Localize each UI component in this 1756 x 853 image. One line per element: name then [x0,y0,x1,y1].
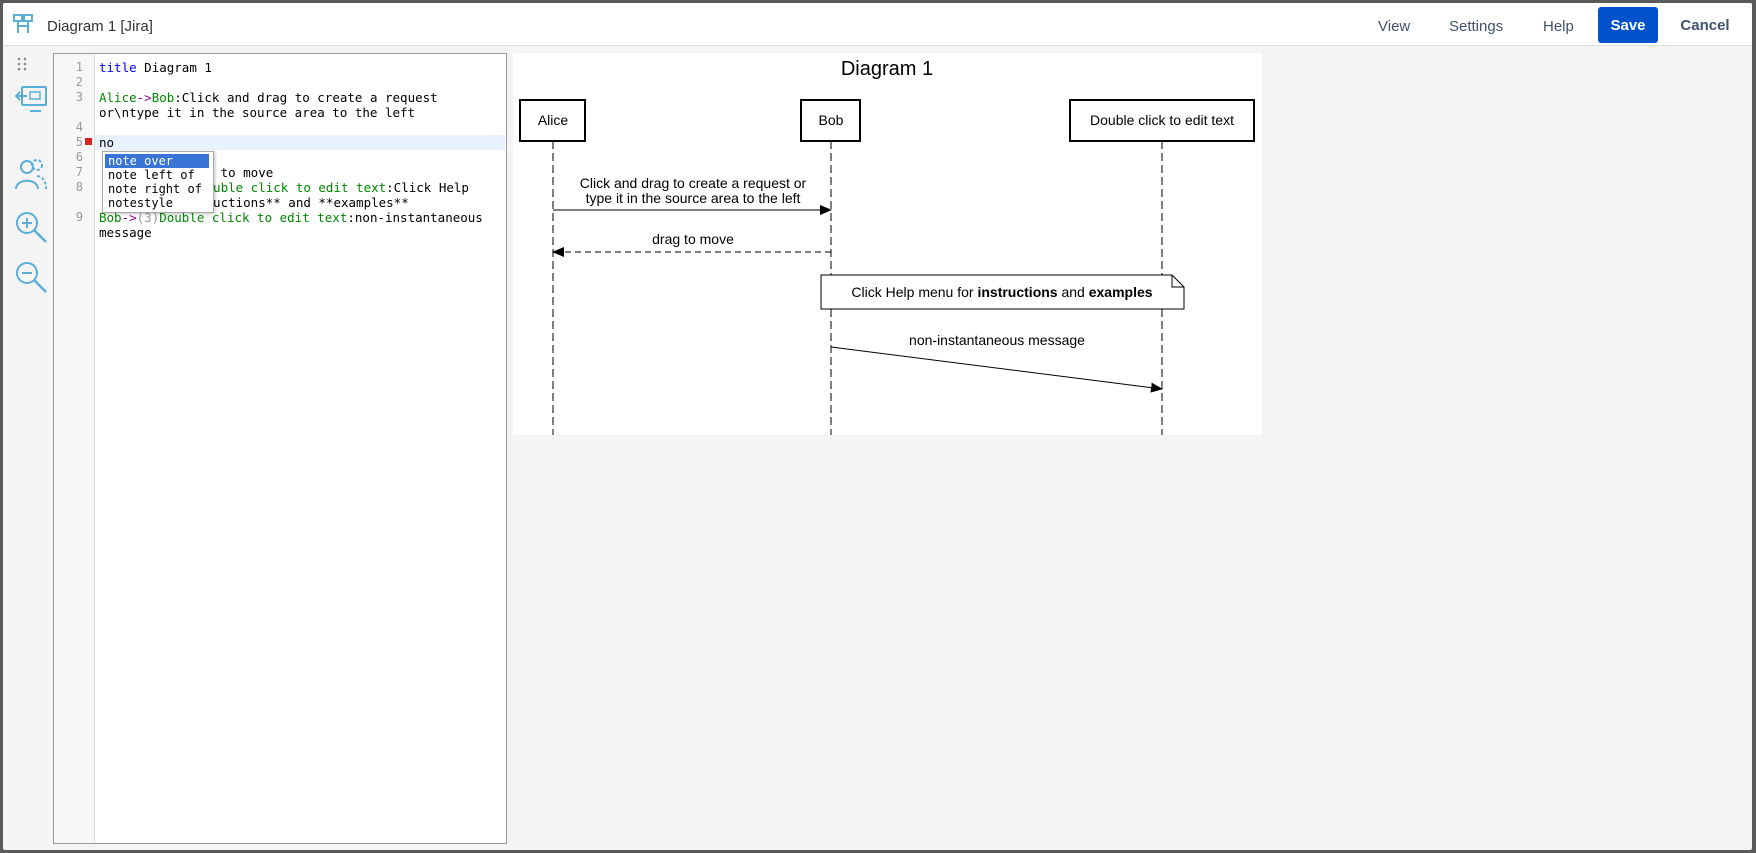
code-token: Bob [99,210,122,225]
code-token: :Click Help [386,180,469,195]
code-token: :Click and drag to create a request [174,90,438,105]
zoom-out-icon[interactable] [13,259,49,295]
code-line-3: Alice->Bob:Click and drag to create a re… [99,90,438,105]
code-line-9-wrap: message [99,225,152,240]
active-line-highlight [95,135,505,150]
note-text-part: Click Help menu for [851,284,977,300]
note-fold [1171,275,1184,288]
line-number-gutter: 1 2 3 4 5 6 7 8 9 [54,54,95,843]
code-token: Diagram 1 [136,60,212,75]
code-line-8-wrap: tructions** and **examples** [198,195,409,210]
message-label: type it in the source area to the left [586,190,801,206]
participant-label: Bob [819,112,844,128]
zoom-in-icon[interactable] [13,209,49,245]
menu-help[interactable]: Help [1543,18,1574,35]
dialog-title: Diagram 1 [Jira] [47,18,153,35]
line-number: 7 [75,165,83,179]
drag-handle-icon[interactable] [16,57,28,71]
message-label: non-instantaneous message [909,332,1085,348]
cancel-button[interactable]: Cancel [1680,16,1730,34]
note-box[interactable] [820,274,1185,310]
note-text-part: and [1058,284,1089,300]
code-line-3-wrap: or\ntype it in the source area to the le… [99,105,416,120]
note-text-part: instructions [977,284,1057,300]
autocomplete-item[interactable]: note left of [108,168,195,182]
participant-label: Double click to edit text [1090,112,1234,128]
code-token: :non-instantaneous [347,210,483,225]
code-line-1: title Diagram 1 [99,60,212,75]
line-number: 6 [75,150,83,164]
sequence-diagram-app-icon [13,14,33,33]
participant-double-click[interactable] [1069,99,1255,142]
note-text-part: examples [1089,284,1153,300]
sequence-diagram: Diagram 1 Alice Bob Double click to edit… [519,58,1255,435]
message-label: drag to move [652,231,734,247]
line-number: 3 [75,90,83,104]
presentation-icon[interactable] [13,81,49,117]
code-line-9: Bob->(3)Double click to edit text:non-in… [99,210,483,225]
code-token: (3) [136,210,160,225]
autocomplete-item[interactable]: note over [105,154,209,168]
participant-alice[interactable] [519,99,586,142]
line-number: 5 [75,135,83,149]
autocomplete-popup: note over note left of note right of not… [102,151,214,213]
code-token: -> [121,210,137,225]
line-number: 8 [75,180,83,194]
autocomplete-item[interactable]: notestyle [108,196,174,210]
line-number: 1 [75,60,83,74]
save-button[interactable]: Save [1598,7,1658,43]
error-marker-icon[interactable] [85,138,92,145]
participant-label: Alice [538,112,569,128]
autocomplete-item[interactable]: note right of [108,182,202,196]
code-line-8: Double click to edit text:Click Help [198,180,469,195]
dialog-header: Diagram 1 [Jira] View Settings Help Save… [3,3,1752,46]
code-token: Double click to edit text [198,180,387,195]
diagram-title: Diagram 1 [841,58,933,80]
menu-settings[interactable]: Settings [1449,18,1504,35]
message-label: Click and drag to create a request or [580,175,807,191]
code-token: Bob [151,90,175,105]
menu-view[interactable]: View [1378,18,1411,35]
participants-icon[interactable] [13,156,49,192]
line-number: 9 [75,210,83,224]
line-number: 2 [75,75,83,89]
code-token: title [99,60,137,75]
code-token: -> [136,90,152,105]
diagram-editor-dialog: Diagram 1 [Jira] View Settings Help Save… [3,3,1752,850]
code-token: Alice [99,90,137,105]
participant-bob[interactable] [800,99,861,142]
code-line-5: no [99,135,115,150]
code-token: Double click to edit text [159,210,348,225]
message-arrow[interactable] [830,346,1163,393]
diagram-canvas[interactable]: Diagram 1 Alice Bob Double click to edit… [513,53,1262,435]
note-text: Click Help menu for instructions and exa… [851,284,1152,300]
line-number: 4 [75,120,83,134]
